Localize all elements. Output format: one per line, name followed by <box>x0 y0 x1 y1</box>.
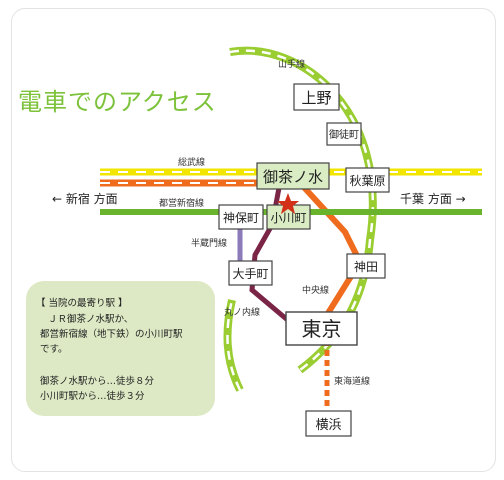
chuo-line-south <box>297 180 364 320</box>
line-label-marunouchi: 丸ノ内線 <box>224 306 260 318</box>
page-title: 電車でのアクセス <box>18 88 217 116</box>
info-heading: 【 当院の最寄り駅 】 <box>36 298 128 309</box>
station-label-ogawamachi: 小川町 <box>270 211 306 225</box>
clinic-star-icon <box>277 193 299 214</box>
station-label-akihabara: 秋葉原 <box>349 174 385 188</box>
station-label-ueno: 上野 <box>301 89 331 107</box>
station-box-ochanomizu <box>256 162 330 190</box>
yamanote-line-west-dash <box>226 299 242 391</box>
station-box-otemachi <box>228 260 273 286</box>
direction-left: ← 新宿 方面 <box>52 191 118 206</box>
line-label-hanzomon: 半蔵門線 <box>191 237 227 249</box>
line-label-tokaido: 東海道線 <box>334 375 370 387</box>
station-label-jimbocho: 神保町 <box>223 211 259 225</box>
station-box-okachimachi <box>326 122 362 146</box>
info-line-5: 小川町駅から…徒歩３分 <box>40 391 145 402</box>
station-box-yokohama <box>305 410 352 437</box>
station-label-tokyo: 東京 <box>302 317 342 341</box>
line-label-chuo: 中央線 <box>302 284 329 296</box>
line-label-shinjuku: 都営新宿線 <box>159 197 204 209</box>
info-line-2: 都営新宿線（地下鉄）の小川町駅 <box>40 329 183 340</box>
station-box-jimbocho <box>218 204 264 230</box>
line-label-sobu: 総武線 <box>178 156 205 168</box>
station-box-kanda <box>346 253 386 279</box>
info-line-3: です。 <box>40 344 68 355</box>
station-label-ochanomizu: 御茶ノ水 <box>263 168 323 186</box>
station-label-kanda: 神田 <box>354 260 378 274</box>
marunouchi-line <box>249 171 292 324</box>
station-box-ueno <box>293 83 340 111</box>
info-line-1: ＪＲ御茶ノ水駅か、 <box>48 314 134 325</box>
info-line-4: 御茶ノ水駅から…徒歩８分 <box>40 376 155 387</box>
station-box-tokyo <box>285 311 358 346</box>
station-label-okachimachi: 御徒町 <box>329 128 359 141</box>
station-label-yokohama: 横浜 <box>315 418 341 433</box>
direction-right: 千葉 方面 → <box>400 191 466 206</box>
info-box: 【 当院の最寄り駅 】 ＪＲ御茶ノ水駅か、 都営新宿線（地下鉄）の小川町駅 です… <box>26 281 215 416</box>
station-label-otemachi: 大手町 <box>232 267 268 281</box>
station-box-akihabara <box>345 167 390 193</box>
line-label-yamanote: 山手線 <box>278 58 305 70</box>
